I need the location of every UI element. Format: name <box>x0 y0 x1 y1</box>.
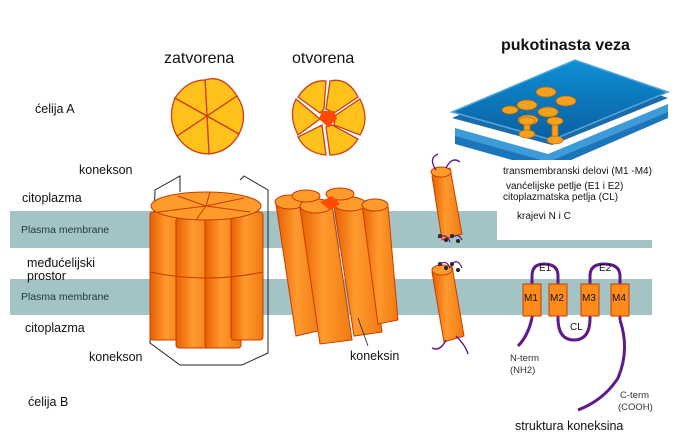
legend-ends: krajevi N i C <box>517 211 571 222</box>
legend-transmembrane: transmembranski delovi (M1 -M4) <box>503 166 652 177</box>
flower-closed-icon <box>170 78 245 155</box>
label-intercellular-1: međućelijski <box>27 256 96 270</box>
legend-cytoplasmic: citoplazmatska petlja (CL) <box>503 192 619 203</box>
connexon-bracket <box>149 175 269 366</box>
segment-m4: M4 <box>612 293 626 304</box>
segment-e2: E2 <box>599 263 612 274</box>
n-term-label-2: (NH2) <box>510 365 536 376</box>
label-cell-a: ćelija A <box>35 102 75 116</box>
segment-m2: M2 <box>550 293 564 304</box>
connexin-topology <box>516 262 630 412</box>
label-cytoplasm-bottom: citoplazma <box>25 321 85 335</box>
n-term-label-1: N-term <box>510 353 540 364</box>
label-connexon-top: konekson <box>79 163 133 177</box>
segment-e1: E1 <box>539 263 552 274</box>
label-connexon-bottom: konekson <box>89 350 143 364</box>
c-term-label-2: (COOH) <box>618 402 653 413</box>
koneksin-leader <box>357 317 369 347</box>
legend-backdrop <box>497 160 657 240</box>
closed-connexon <box>149 191 264 349</box>
connexin-cylinder-top <box>430 153 463 243</box>
segment-cl: CL <box>570 322 583 333</box>
label-cell-b: ćelija B <box>28 395 69 409</box>
label-membrane-bottom: Plasma membrane <box>21 291 110 303</box>
gap-junction-sheet-icon <box>449 59 671 170</box>
label-intercellular-2: prostor <box>27 269 66 283</box>
label-open: otvorena <box>292 50 355 67</box>
open-connexon <box>274 187 399 345</box>
label-connexin: koneksin <box>350 349 400 363</box>
label-membrane-top: Plasma membrane <box>21 224 110 236</box>
label-cytoplasm-top: citoplazma <box>22 191 82 205</box>
flower-open-icon <box>291 79 366 156</box>
segment-m1: M1 <box>524 293 538 304</box>
legend-extracellular: vanćelijske petlje (E1 i E2) <box>506 181 624 192</box>
label-gap-junction: pukotinasta veza <box>501 37 630 54</box>
segment-m3: M3 <box>582 293 596 304</box>
c-term-label-1: C-term <box>620 390 650 401</box>
label-closed: zatvorena <box>164 50 235 67</box>
topology-caption: struktura koneksina <box>515 419 624 433</box>
connexin-cylinder-bottom <box>431 261 469 355</box>
